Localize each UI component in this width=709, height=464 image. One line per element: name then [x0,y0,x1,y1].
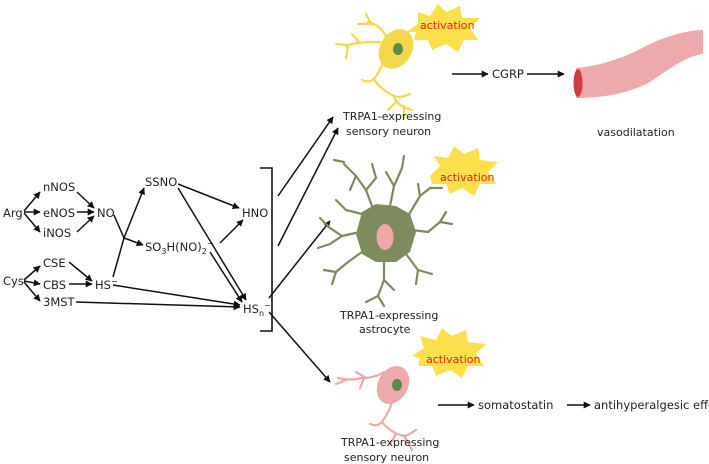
bottom-activation-burst: activation [412,328,486,378]
top-sensory-neuron [334,12,414,120]
astrocyte-label-line1: TRPA1-expressing [339,309,438,322]
inos-label: iNOS [43,226,71,240]
hno-label: HNO [242,206,268,220]
top-activation-burst: activation [406,4,480,52]
3mst-label: 3MST [43,295,76,309]
cgrp-label: CGRP [492,67,524,81]
vessel-lumen [573,69,583,97]
astrocyte-label-line2: astrocyte [359,323,411,336]
bottom-neuron-label-line2: sensory neuron [344,451,429,464]
astrocyte-activation-label: activation [440,171,495,184]
pathway-arrows [23,183,247,311]
ssno-label: SSNO [145,175,177,189]
top-activation-label: activation [420,19,475,32]
blood-vessel [576,30,703,98]
bottom-neuron-nucleus [392,379,402,391]
no-label: NO [97,206,115,220]
hsn-label: HSn− [243,301,271,318]
antihyperalgesic-label: antihyperalgesic effect [594,398,709,412]
enos-label: eNOS [43,206,75,220]
hs-minus-label: HS− [95,277,118,292]
top-neuron-label-line2: sensory neuron [346,125,431,138]
so3h-no2-label: SO3H(NO)2− [145,239,214,256]
cbs-label: CBS [43,278,66,292]
bottom-sensory-neuron [334,370,418,452]
target-arrows [268,116,339,383]
somatostatin-label: somatostatin [478,398,553,412]
arg-label: Arg [3,206,23,220]
top-neuron-label-line1: TRPA1-expressing [342,110,441,123]
astrocyte-activation-burst: activation [430,146,498,196]
vasodilatation-label: vasodilatation [597,126,675,139]
bottom-activation-label: activation [426,353,481,366]
bracket [260,167,273,332]
astrocyte-nucleus [376,224,394,250]
top-neuron-nucleus [393,43,403,55]
nnos-label: nNOS [43,180,75,194]
cse-label: CSE [43,256,66,270]
cys-label: Cys [3,274,24,288]
astrocyte [316,154,454,308]
bottom-neuron-label-line1: TRPA1-expressing [340,436,439,449]
